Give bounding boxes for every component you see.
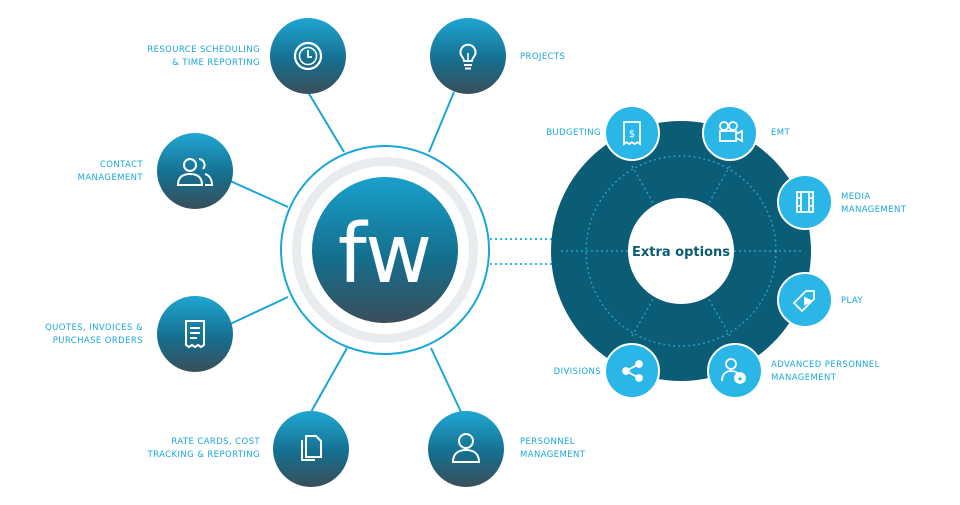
extra-node-bg bbox=[604, 105, 660, 161]
label-budgeting: BUDGETING bbox=[546, 127, 601, 140]
label-personnel: PERSONNEL MANAGEMENT bbox=[520, 436, 585, 462]
hub-connectors bbox=[227, 91, 462, 413]
extra-node-bg bbox=[702, 105, 758, 161]
person-star-icon: ★ bbox=[721, 358, 746, 384]
label-media: MEDIA MANAGEMENT bbox=[841, 191, 906, 217]
connector-quotes bbox=[227, 296, 289, 326]
hub-logo: fw bbox=[338, 207, 433, 302]
extra-advanced[interactable]: ★ bbox=[707, 343, 763, 399]
extra-emt[interactable] bbox=[702, 105, 758, 161]
connector-resource bbox=[307, 91, 345, 153]
hub: fw bbox=[280, 145, 490, 355]
extra-divisions[interactable] bbox=[604, 343, 660, 399]
label-play: PLAY bbox=[841, 295, 863, 308]
wheel-spokes bbox=[561, 165, 801, 337]
label-line: MANAGEMENT bbox=[841, 205, 907, 215]
wheel-center bbox=[628, 198, 734, 304]
users-icon bbox=[176, 158, 214, 186]
share-icon bbox=[622, 360, 643, 382]
label-line: RATE CARDS, COST bbox=[171, 437, 260, 447]
extra-node-bg bbox=[777, 174, 833, 230]
connector-ratecards bbox=[310, 347, 348, 413]
extra-options-label: Extra options bbox=[632, 245, 730, 260]
label-line: MANAGEMENT bbox=[520, 450, 586, 460]
label-line: TRACKING & REPORTING bbox=[147, 450, 260, 460]
label-line: PURCHASE ORDERS bbox=[52, 336, 143, 346]
label-line: MANAGEMENT bbox=[77, 173, 143, 183]
module-resource[interactable] bbox=[270, 18, 346, 94]
label-line: RESOURCE SCHEDULING bbox=[147, 45, 260, 55]
label-line: QUOTES, INVOICES & bbox=[45, 323, 143, 333]
label-line: MANAGEMENT bbox=[771, 373, 837, 383]
extra-play[interactable] bbox=[777, 272, 833, 328]
label-emt: EMT bbox=[771, 127, 790, 140]
svg-text:★: ★ bbox=[737, 375, 743, 383]
film-icon bbox=[796, 191, 814, 213]
label-line: DIVISIONS bbox=[553, 367, 601, 377]
hub-outer-ring bbox=[280, 145, 490, 355]
person-icon bbox=[451, 433, 481, 463]
label-line: PROJECTS bbox=[520, 52, 566, 62]
module-quotes[interactable] bbox=[157, 296, 233, 372]
label-advanced: ADVANCED PERSONNEL MANAGEMENT bbox=[771, 359, 880, 385]
play-tag-icon bbox=[792, 290, 815, 313]
module-personnel[interactable] bbox=[428, 411, 504, 487]
label-line: MEDIA bbox=[841, 192, 871, 202]
module-contact[interactable] bbox=[157, 133, 233, 209]
label-projects: PROJECTS bbox=[520, 51, 565, 64]
connector-personnel bbox=[430, 347, 462, 413]
label-line: PERSONNEL bbox=[520, 437, 575, 447]
module-projects[interactable] bbox=[430, 18, 506, 94]
label-divisions: DIVISIONS bbox=[554, 366, 601, 379]
extra-media[interactable] bbox=[777, 174, 833, 230]
svg-text:$: $ bbox=[629, 129, 635, 140]
label-line: & TIME REPORTING bbox=[172, 58, 260, 68]
clock-icon bbox=[293, 41, 323, 71]
label-line: PLAY bbox=[841, 296, 864, 306]
connector-contact bbox=[227, 179, 289, 208]
module-node-bg bbox=[157, 133, 233, 209]
bridge-lines bbox=[490, 238, 560, 265]
label-line: EMT bbox=[771, 128, 791, 138]
label-resource: RESOURCE SCHEDULING & TIME REPORTING bbox=[147, 44, 260, 70]
label-line: BUDGETING bbox=[546, 128, 601, 138]
label-line: CONTACT bbox=[99, 160, 143, 170]
hub-core[interactable] bbox=[312, 177, 458, 323]
module-node-bg bbox=[273, 411, 349, 487]
lightbulb-icon bbox=[459, 43, 477, 70]
video-camera-icon bbox=[719, 121, 743, 143]
connector-projects bbox=[428, 91, 455, 153]
label-ratecards: RATE CARDS, COST TRACKING & REPORTING bbox=[148, 436, 260, 462]
budget-receipt-icon: $ bbox=[623, 121, 641, 146]
extra-options-wheel: Extra options bbox=[551, 121, 811, 381]
receipt-icon bbox=[185, 320, 205, 349]
extra-budgeting[interactable]: $ bbox=[604, 105, 660, 161]
label-contact: CONTACT MANAGEMENT bbox=[78, 159, 143, 185]
module-ratecards[interactable] bbox=[273, 411, 349, 487]
label-quotes: QUOTES, INVOICES & PURCHASE ORDERS bbox=[45, 322, 143, 348]
documents-icon bbox=[301, 435, 322, 461]
extra-node-bg bbox=[604, 343, 660, 399]
label-line: ADVANCED PERSONNEL bbox=[771, 360, 880, 370]
